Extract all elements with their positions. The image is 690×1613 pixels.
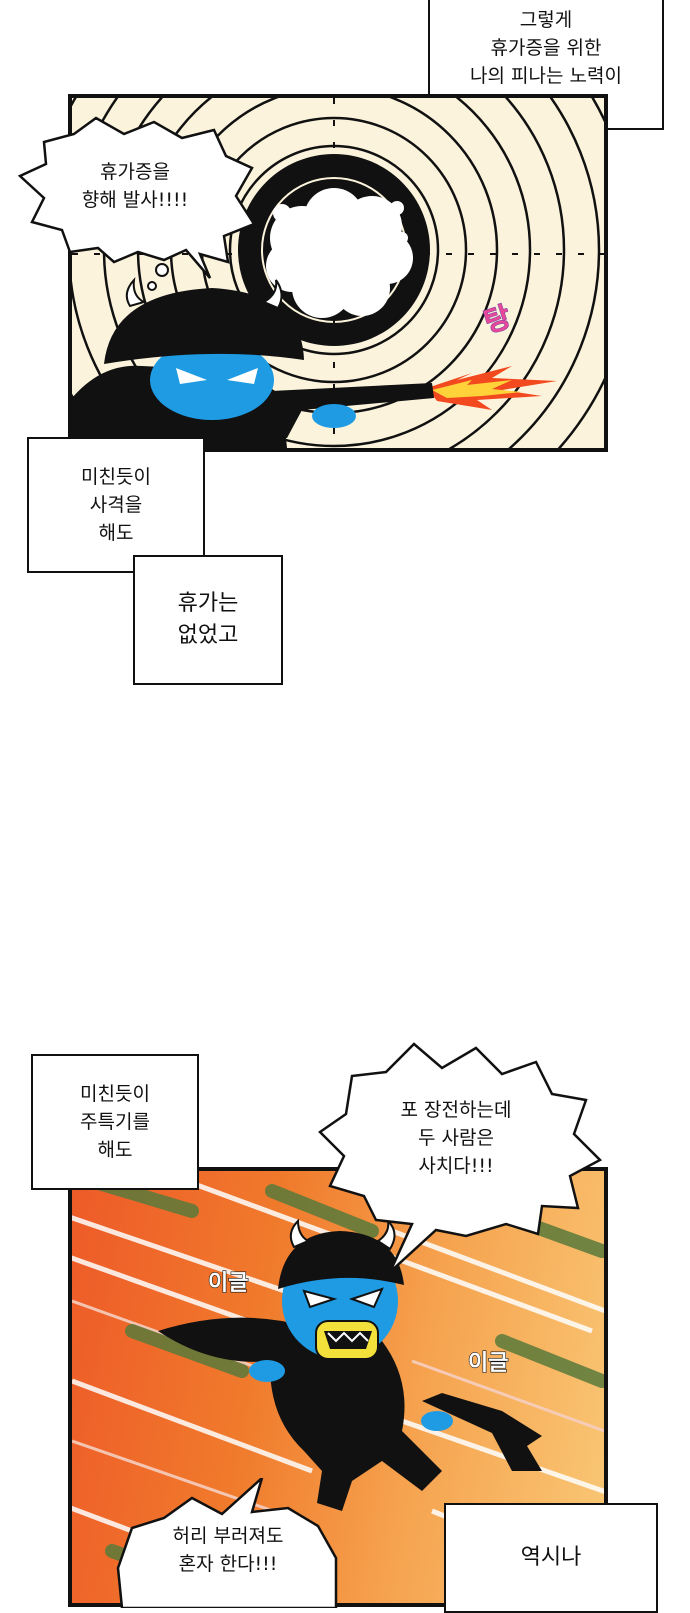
speech-bubble-fire <box>17 116 256 291</box>
caption-as-expected-text: 역시나 <box>520 1545 582 1570</box>
assault-illustration <box>72 1171 604 1603</box>
glare-sound-effect-left: 이글 <box>207 1270 249 1296</box>
caption-no-leave-text: 휴가는 없었고 <box>177 591 239 648</box>
caption-shooting-text: 미친듯이 사격을 해도 <box>81 466 151 544</box>
caption-no-leave: 휴가는 없었고 <box>133 555 283 685</box>
caption-assault-text: 미친듯이 주특기를 해도 <box>80 1083 150 1161</box>
caption-shooting: 미친듯이 사격을 해도 <box>27 437 205 573</box>
speech-bubble-back <box>116 1478 338 1608</box>
speech-bubble-fire-text: 휴가증을 향해 발사!!!! <box>81 161 189 211</box>
shooting-range-illustration <box>72 98 604 448</box>
top-caption-text: 그렇게 휴가증을 위한 나의 피나는 노력이 시작됐다 <box>470 9 622 115</box>
caption-as-expected: 역시나 <box>444 1503 658 1613</box>
speech-bubble-loading-text: 포 장전하는데 두 사람은 사치다!!! <box>400 1099 512 1177</box>
speech-bubble-loading <box>318 1042 603 1273</box>
caption-assault: 미친듯이 주특기를 해도 <box>31 1054 199 1190</box>
speech-bubble-back-text: 허리 부러져도 혼자 한다!!! <box>172 1525 284 1575</box>
glare-sound-effect-right: 이글 <box>467 1350 509 1376</box>
